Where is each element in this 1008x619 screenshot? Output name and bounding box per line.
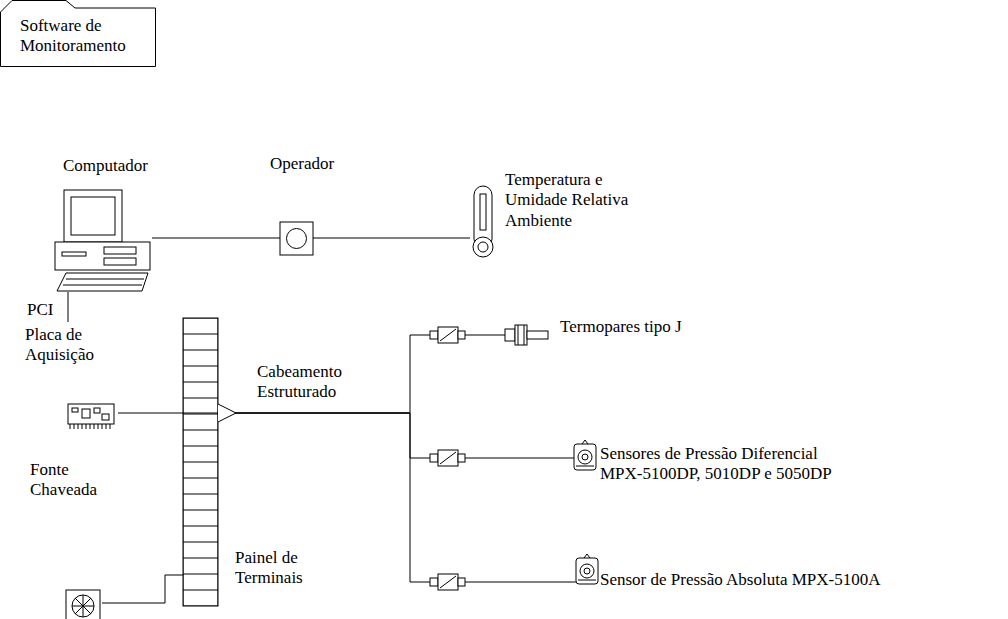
keyboard <box>57 273 148 291</box>
computer-node: Computador <box>55 188 152 292</box>
operator-box <box>280 222 313 255</box>
pressure-sensor-icon <box>576 554 598 584</box>
folder-label: Software de Monitoramento <box>20 16 140 57</box>
software-folder: Software de Monitoramento <box>0 0 156 67</box>
drive-slot <box>104 258 136 265</box>
chip <box>82 409 90 418</box>
inline-connectors <box>430 327 465 590</box>
terminal-panel-node: Painel de Terminais <box>183 318 218 606</box>
cpu-case <box>55 242 150 270</box>
chip <box>102 414 109 420</box>
sensor-pins <box>578 580 596 581</box>
thermocouple-probe <box>527 331 548 339</box>
computer-icon <box>55 190 150 291</box>
board-pins <box>70 424 110 429</box>
connector <box>438 450 458 466</box>
connector <box>438 327 458 343</box>
differential-sensor-node: Sensores de Pressão Diferencial MPX-5100… <box>574 444 596 472</box>
thermocouple-plug <box>505 329 515 341</box>
pressure-sensor-icon <box>574 440 596 470</box>
folder-shape <box>1 1 156 67</box>
operator-icon <box>280 222 313 255</box>
supply-case <box>66 590 100 619</box>
thermometer-bulb-inner <box>478 242 488 252</box>
connector-mark <box>440 452 456 464</box>
wire <box>313 238 470 239</box>
sensor-diaphragm <box>584 568 590 574</box>
acquisition-board-node: Placa de Aquisição <box>22 322 118 432</box>
sensor-port <box>582 440 588 444</box>
sensor-body <box>576 558 598 584</box>
absolute-sensor-node: Sensor de Pressão Absoluta MPX-5100A <box>576 558 598 586</box>
power-supply-node: Fonte Chaveada <box>28 458 102 617</box>
sensor-port <box>584 554 590 558</box>
connector-tab <box>458 454 465 462</box>
wire <box>218 413 574 458</box>
node-label: Painel de Terminais <box>235 548 320 589</box>
thermocouple-thread <box>518 325 524 345</box>
thermocouple-icon <box>505 325 548 345</box>
wire <box>118 413 183 414</box>
connector-tab <box>430 454 438 462</box>
wire <box>183 413 218 414</box>
wire <box>218 335 505 413</box>
keyboard-keys <box>63 279 144 285</box>
sensor-diaphragm <box>580 564 594 578</box>
cable-splitter <box>218 404 236 422</box>
monitor-screen <box>71 197 115 235</box>
thermometer-bulb <box>473 237 493 257</box>
node-label: Sensores de Pressão Diferencial MPX-5100… <box>600 444 860 485</box>
connector-tab <box>430 578 438 586</box>
thermometer-scale <box>480 194 486 230</box>
connector-tab <box>458 331 465 339</box>
connector-mark <box>440 329 456 341</box>
node-label: Computador <box>63 156 148 176</box>
chip <box>94 408 100 413</box>
thermo-hygrometer-icon <box>473 186 493 257</box>
sensor-pins <box>576 466 594 467</box>
drive-slot <box>104 247 136 254</box>
node-label: Sensor de Pressão Absoluta MPX-5100A <box>600 570 881 590</box>
chip <box>72 408 78 412</box>
drive-slot <box>62 252 86 256</box>
connector <box>438 574 458 590</box>
fan-blades <box>72 595 94 617</box>
board <box>68 404 114 424</box>
connector-mark <box>440 576 456 588</box>
bus-label: PCI <box>27 300 53 320</box>
thermocouple-nut <box>515 325 527 345</box>
fan <box>72 595 94 617</box>
acquisition-board-icon <box>68 404 114 429</box>
connector-tab <box>458 578 465 586</box>
operator-circle <box>287 229 307 249</box>
node-label: Placa de Aquisição <box>25 325 115 366</box>
sensor-body <box>574 444 596 470</box>
wire <box>68 292 69 322</box>
sensor-diaphragm <box>578 450 592 464</box>
cable-label: Cabeamento Estruturado <box>257 362 357 403</box>
operator-node: Operador <box>280 222 313 255</box>
monitor <box>64 190 122 242</box>
wire <box>102 575 183 603</box>
power-supply-icon <box>66 590 100 619</box>
wire <box>152 238 280 239</box>
node-label: Operador <box>270 154 334 174</box>
terminal-panel <box>183 318 218 606</box>
connector-tab <box>430 331 438 339</box>
node-label: Termopares tipo J <box>560 317 682 337</box>
node-label: Temperatura e Umidade Relativa Ambiente <box>505 170 640 231</box>
node-label: Fonte Chaveada <box>30 460 105 501</box>
sensor-diaphragm <box>582 454 588 460</box>
ambient-sensor-node: Temperatura e Umidade Relativa Ambiente <box>470 186 496 262</box>
thermocouple-node: Termopares tipo J <box>505 325 548 345</box>
